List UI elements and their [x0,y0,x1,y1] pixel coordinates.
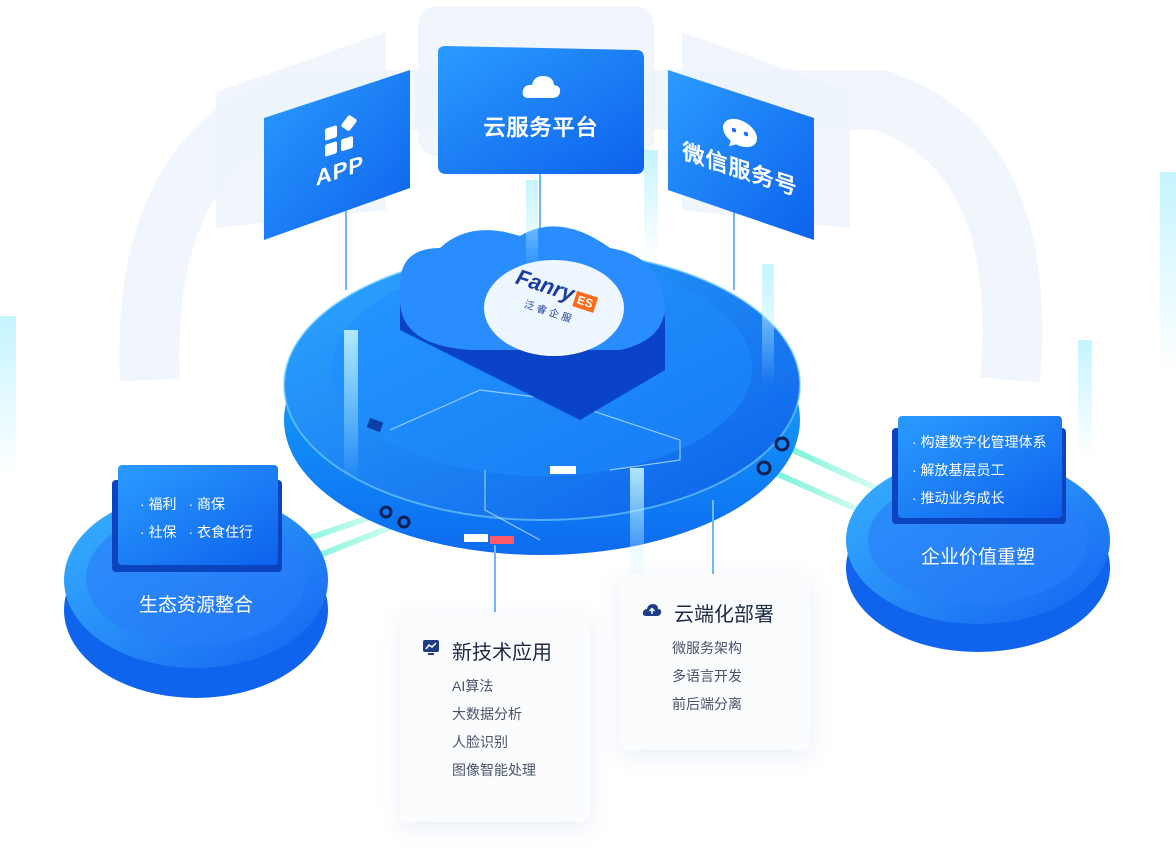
left-platform-items: · 福利 · 商保 · 社保 · 衣食住行 [140,490,253,546]
cloud-platform-label: 云服务平台 [483,115,599,140]
left-item: · 衣食住行 [188,524,254,540]
right-beam [762,441,882,517]
cloud-platform-card[interactable]: 云服务平台 [438,72,644,142]
cloud-deploy-card: 云端化部署 微服务架构 多语言开发 前后端分离 [620,574,810,750]
new-tech-item: 大数据分析 [452,706,522,722]
chart-monitor-icon [422,639,440,662]
new-tech-card: 新技术应用 AI算法 大数据分析 人脸识别 图像智能处理 [400,612,590,822]
wechat-card[interactable]: 微信服务号 [682,99,798,203]
right-platform-disc [846,416,1110,652]
right-item: · 解放基层员工 [912,462,1005,478]
cloud-deploy-item: 多语言开发 [672,668,742,684]
cloud-deploy-item: 前后端分离 [672,696,742,712]
left-item: · 商保 [188,496,226,512]
left-item: · 社保 [140,524,177,540]
new-tech-item: AI算法 [452,678,494,694]
left-item: · 福利 [140,496,177,512]
cloud-deploy-item: 微服务架构 [672,640,742,656]
new-tech-title: 新技术应用 [452,642,552,664]
cloud-card-bg [438,46,644,174]
logo-badge: ES [572,290,599,313]
cloud-deploy-title: 云端化部署 [674,604,774,626]
left-platform-disc [64,465,328,698]
wechat-icon [721,112,759,158]
right-platform-title: 企业价值重塑 [920,547,1035,568]
cloud-icon [521,72,561,102]
right-item: · 构建数字化管理体系 [912,434,1047,450]
left-platform-title: 生态资源整合 [138,595,253,616]
wechat-card-bg [668,70,814,240]
cloud-upload-icon [642,602,662,623]
new-tech-item: 图像智能处理 [452,762,536,778]
app-card-bg [264,70,410,240]
new-tech-item: 人脸识别 [452,734,508,750]
right-platform-items: · 构建数字化管理体系 · 解放基层员工 · 推动业务成长 [912,428,1047,512]
cloud-block [400,226,665,420]
right-item: · 推动业务成长 [912,490,1005,506]
app-card[interactable]: APP [300,105,380,197]
app-grid-icon [323,112,357,163]
